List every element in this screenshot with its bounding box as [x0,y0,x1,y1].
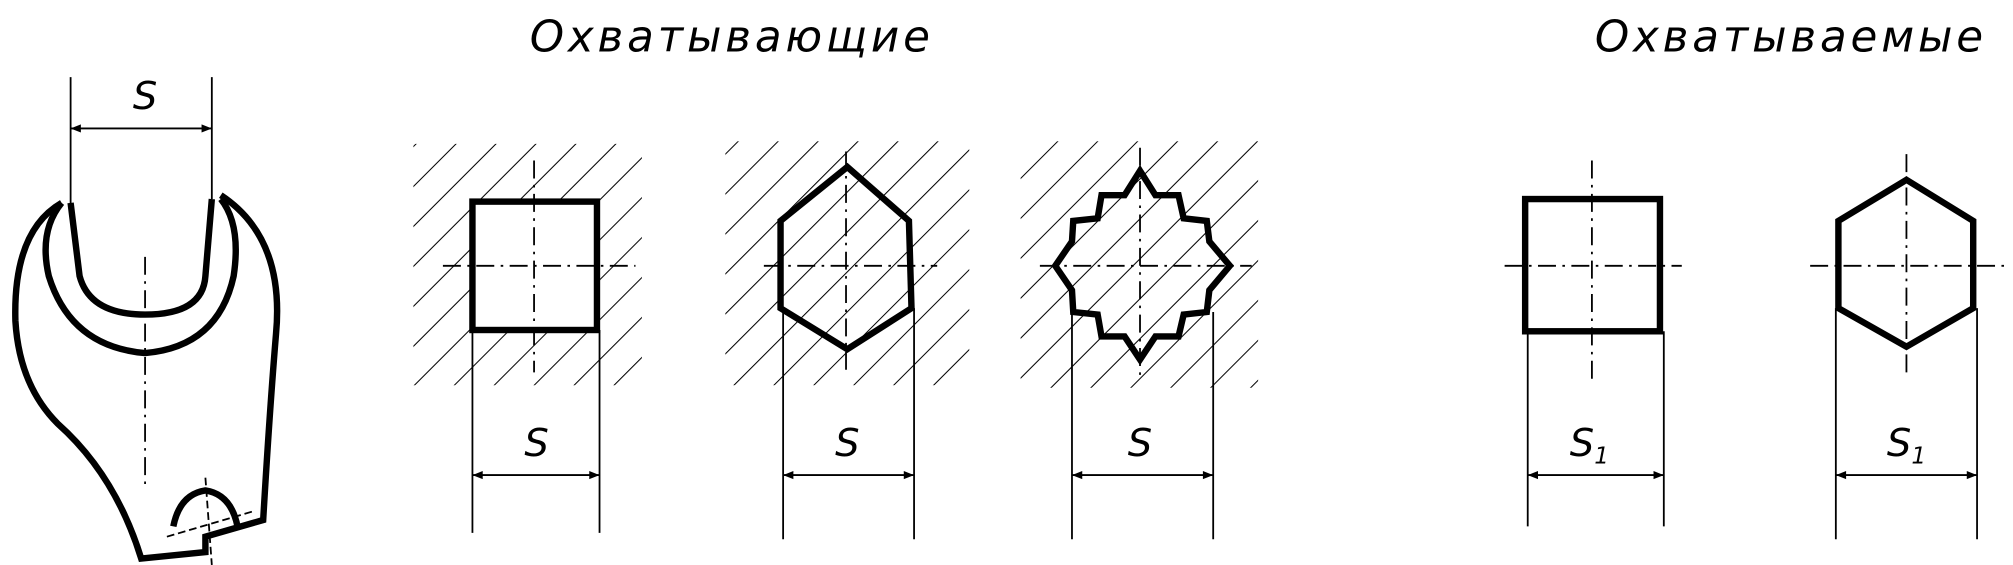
hex-bolt-s-label: S1 [1887,421,1926,470]
open-end-wrench: S [12,74,281,565]
square-hole-s-label: S [524,421,548,466]
title-enclosed: Охватываемые [1595,11,1987,62]
square-bolt-s-label: S1 [1570,421,1609,470]
title-enclosing: Охватывающие [530,11,934,62]
twelve-point-socket: S [1020,141,1259,540]
wrench-s-label: S [133,74,157,119]
square-socket: S [413,143,642,533]
hex-hole-s-label: S [835,421,859,466]
square-bolt-head: S1 [1504,160,1682,527]
hex-bolt-head: S1 [1810,154,2010,540]
star-hole-s-label: S [1128,421,1152,466]
hex-socket: S [725,141,970,540]
